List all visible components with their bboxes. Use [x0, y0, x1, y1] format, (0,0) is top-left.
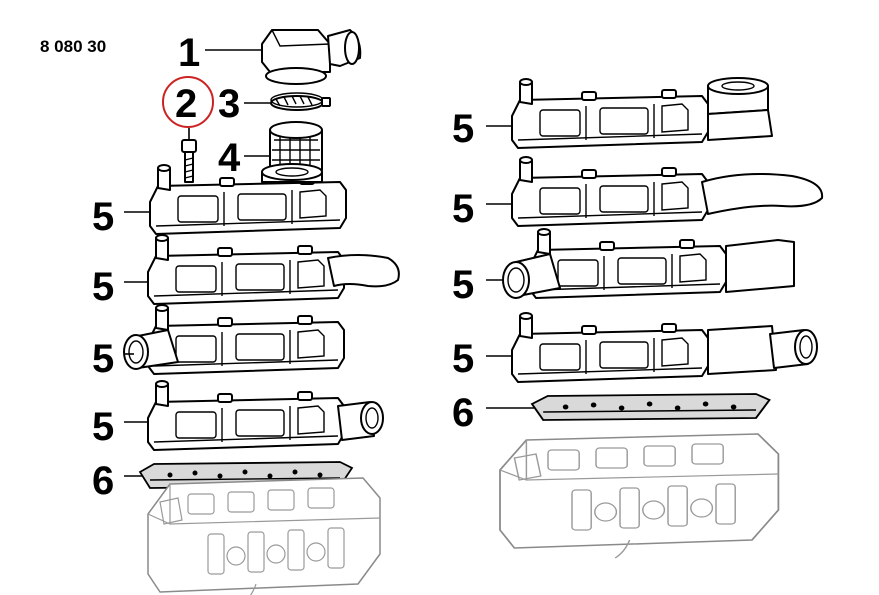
callout-5: 5 — [452, 337, 474, 381]
hose-clamp — [270, 92, 331, 111]
bolt-icon — [181, 139, 197, 183]
callout-2: 2 — [175, 82, 197, 126]
callout-5: 5 — [92, 337, 114, 381]
callout-5: 5 — [452, 107, 474, 151]
callout-5: 5 — [92, 265, 114, 309]
callout-5: 5 — [92, 405, 114, 449]
cylinder-head — [147, 477, 381, 595]
valve-cover — [147, 234, 400, 305]
valve-cover — [502, 228, 795, 299]
gasket — [530, 392, 771, 422]
valve-cover — [149, 163, 347, 235]
reference-code: 8 080 30 — [40, 37, 106, 56]
callout-2-highlight-ring — [162, 76, 214, 128]
callout-5: 5 — [452, 187, 474, 231]
callout-5: 5 — [452, 263, 474, 307]
callout-1: 1 — [178, 31, 200, 75]
callout-4: 4 — [218, 136, 241, 180]
callout-3: 3 — [218, 82, 240, 126]
valve-cover — [511, 156, 824, 227]
valve-cover — [511, 312, 818, 383]
valve-cover — [123, 304, 345, 375]
valve-cover — [511, 77, 773, 149]
elbow-connector — [261, 29, 362, 85]
callout-5: 5 — [92, 195, 114, 239]
valve-cover — [147, 380, 384, 451]
callout-6: 6 — [452, 391, 474, 435]
callout-6: 6 — [92, 459, 114, 503]
cylinder-head — [499, 433, 780, 559]
